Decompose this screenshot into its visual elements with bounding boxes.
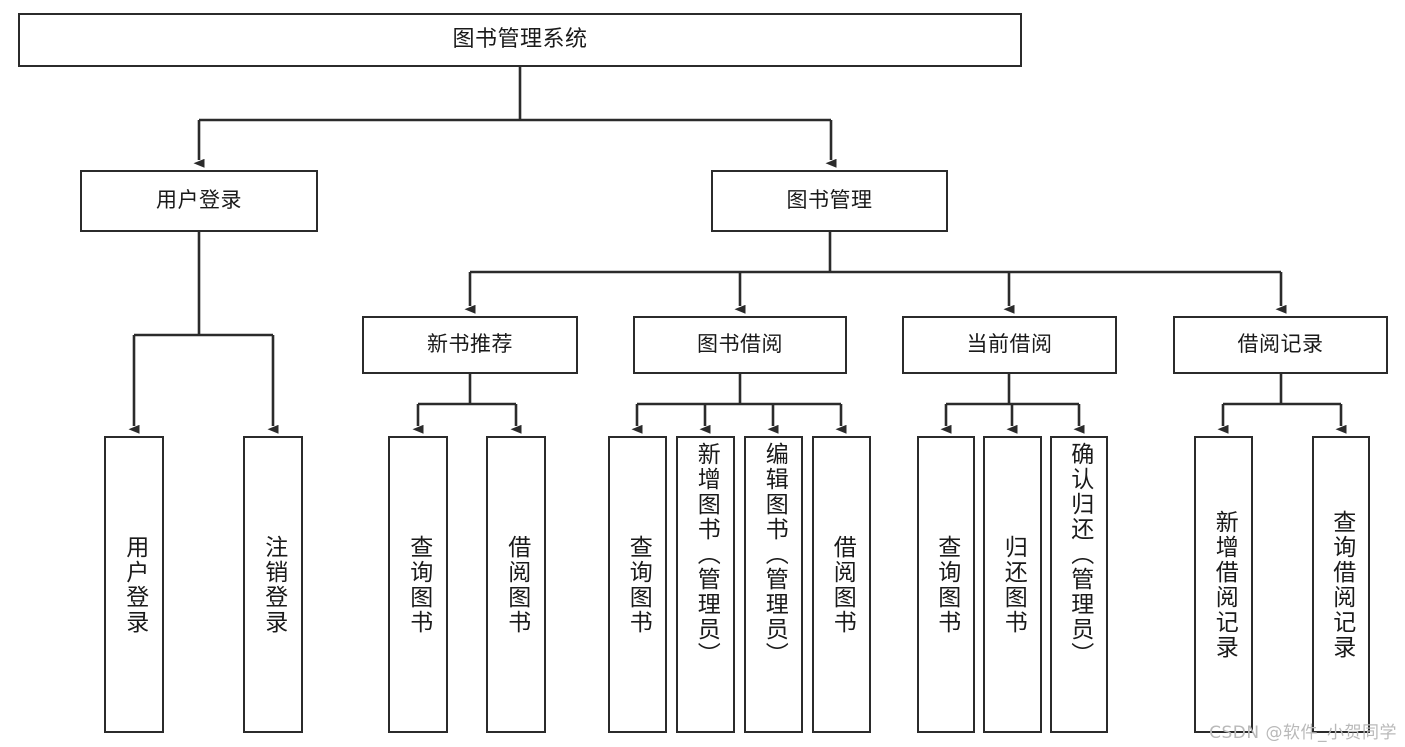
node-label: 借阅图书 xyxy=(503,534,530,635)
leaf-add-book-admin[interactable]: 新增图书（管理员） xyxy=(676,436,735,733)
node-label: 图书管理系统 xyxy=(452,26,588,52)
node-label: 新增图书（管理员） xyxy=(693,442,720,667)
node-label: 用户登录 xyxy=(156,188,242,213)
node-label: 图书管理 xyxy=(786,188,873,213)
node-label: 查询图书 xyxy=(933,534,960,635)
node-book-manage[interactable]: 图书管理 xyxy=(711,170,948,232)
leaf-query-book-recommend[interactable]: 查询图书 xyxy=(388,436,448,733)
node-label: 编辑图书（管理员） xyxy=(761,442,788,667)
leaf-edit-book-admin[interactable]: 编辑图书（管理员） xyxy=(744,436,803,733)
leaf-add-borrow-record[interactable]: 新增借阅记录 xyxy=(1194,436,1253,733)
node-label: 归还图书 xyxy=(1000,534,1027,635)
leaf-query-book-borrow[interactable]: 查询图书 xyxy=(608,436,667,733)
node-current-borrow[interactable]: 当前借阅 xyxy=(902,316,1117,374)
leaf-return-book[interactable]: 归还图书 xyxy=(983,436,1042,733)
node-label: 注销登录 xyxy=(260,534,287,635)
leaf-query-borrow-record[interactable]: 查询借阅记录 xyxy=(1312,436,1370,733)
leaf-borrow-book-recommend[interactable]: 借阅图书 xyxy=(486,436,546,733)
node-label: 查询借阅记录 xyxy=(1328,509,1355,660)
node-root-system[interactable]: 图书管理系统 xyxy=(18,13,1022,67)
leaf-borrow-book[interactable]: 借阅图书 xyxy=(812,436,871,733)
node-label: 新增借阅记录 xyxy=(1211,509,1238,660)
node-label: 确认归还（管理员） xyxy=(1066,442,1093,667)
leaf-query-book-current[interactable]: 查询图书 xyxy=(917,436,975,733)
node-label: 当前借阅 xyxy=(966,332,1053,357)
node-user-login[interactable]: 用户登录 xyxy=(80,170,318,232)
leaf-user-login[interactable]: 用户登录 xyxy=(104,436,164,733)
csdn-watermark: CSDN @软件_小贺同学 xyxy=(1209,723,1397,743)
node-book-borrow[interactable]: 图书借阅 xyxy=(633,316,847,374)
node-label: 新书推荐 xyxy=(427,332,513,357)
node-new-book-recommend[interactable]: 新书推荐 xyxy=(362,316,578,374)
node-label: 用户登录 xyxy=(121,534,148,635)
node-label: 查询图书 xyxy=(405,534,432,635)
node-label: 借阅图书 xyxy=(829,534,856,635)
node-label: 图书借阅 xyxy=(697,332,783,357)
leaf-logout[interactable]: 注销登录 xyxy=(243,436,303,733)
node-label: 查询图书 xyxy=(625,534,652,635)
leaf-confirm-return-admin[interactable]: 确认归还（管理员） xyxy=(1050,436,1108,733)
node-borrow-record[interactable]: 借阅记录 xyxy=(1173,316,1388,374)
node-label: 借阅记录 xyxy=(1237,332,1324,357)
